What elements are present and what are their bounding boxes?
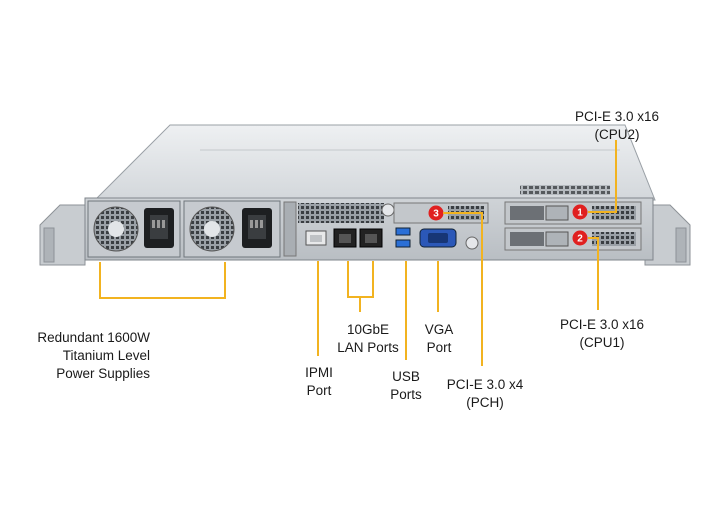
badge-slot-2: 2 [572,230,588,246]
svg-text:1: 1 [577,208,583,219]
lan-label: 10GbE LAN Ports [337,322,399,355]
pcie-cpu2-label: PCI-E 3.0 x16 (CPU2) [574,109,660,142]
chassis-top [93,124,656,201]
psu-leader [99,262,226,299]
pcie-cpu2-leader [588,140,617,213]
svg-text:2: 2 [577,234,583,245]
badge-slot-3: 3 [428,205,444,221]
badge-slot-1: 1 [572,204,588,220]
svg-text:3: 3 [433,209,439,220]
vga-label: VGA Port [424,322,454,355]
leader-lines [99,140,617,366]
io-vent [298,203,384,223]
pcie-cpu1-leader [588,237,599,310]
pcie-pch-label: PCI-E 3.0 x4 (PCH) [446,377,524,410]
vga-port-graphic [419,228,457,248]
ipmi-label: IPMI Port [305,365,333,398]
lan-leader-bracket [347,261,374,298]
psu-label: Redundant 1600W Titanium Level Power Sup… [37,330,150,381]
usb-label: USB Ports [390,369,422,402]
ipmi-port-graphic [305,230,327,246]
lan-ports-graphic [333,228,383,248]
left-rail [39,204,86,266]
pcie-cpu1-label: PCI-E 3.0 x16 (CPU1) [559,317,645,350]
right-rail [644,204,691,266]
pcie-pch-leader [443,212,483,366]
power-supply-2 [183,200,281,258]
usb-ports-graphic [395,227,411,248]
power-supply-1 [87,200,181,258]
